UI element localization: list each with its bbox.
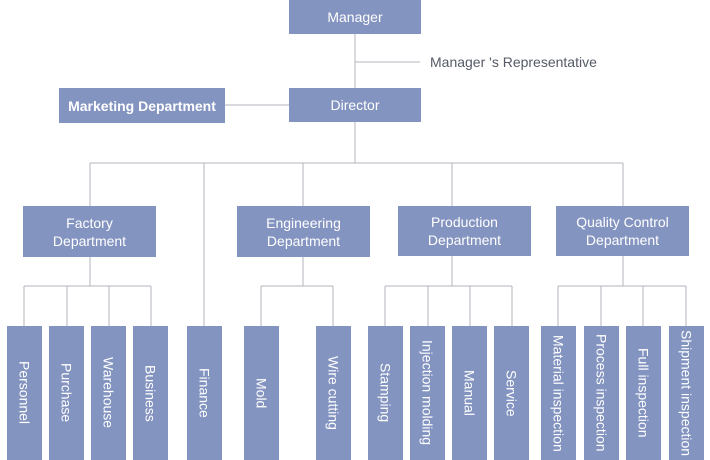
unit-label-mold: Mold: [253, 377, 270, 409]
unit-label-shipment-inspection: Shipment inspection: [678, 329, 695, 457]
unit-box-stamping: Stamping: [368, 326, 403, 460]
engineering-department-line2: Department: [266, 232, 341, 249]
unit-label-stamping: Stamping: [377, 363, 394, 423]
unit-box-shipment-inspection: Shipment inspection: [669, 326, 704, 460]
unit-label-warehouse: Warehouse: [100, 357, 117, 429]
unit-box-injection-molding: Injection molding: [410, 326, 445, 460]
unit-box-purchase: Purchase: [49, 326, 84, 460]
production-department-box: Production Department: [398, 206, 531, 256]
manager-box: Manager: [289, 0, 421, 34]
unit-box-manual: Manual: [452, 326, 487, 460]
unit-label-material-inspection: Material inspection: [550, 334, 567, 452]
director-label: Director: [330, 97, 380, 113]
marketing-department-label: Marketing Department: [68, 97, 216, 114]
unit-box-warehouse: Warehouse: [91, 326, 126, 460]
marketing-department-box: Marketing Department: [59, 88, 225, 123]
unit-box-full-inspection: Full inspection: [626, 326, 661, 460]
engineering-department-line1: Engineering: [266, 214, 341, 231]
engineering-department-box: Engineering Department: [237, 206, 370, 257]
unit-label-process-inspection: Process inspection: [593, 334, 610, 452]
factory-department-line1: Factory: [66, 214, 113, 231]
unit-label-finance: Finance: [196, 368, 213, 418]
quality-control-department-line1: Quality Control: [576, 214, 669, 230]
unit-label-full-inspection: Full inspection: [635, 348, 652, 438]
unit-box-process-inspection: Process inspection: [584, 326, 619, 460]
production-department-line1: Production: [431, 214, 498, 230]
quality-control-department-box: Quality Control Department: [556, 206, 689, 256]
unit-label-injection-molding: Injection molding: [419, 340, 436, 446]
representative-label: Manager 's Representative: [430, 54, 597, 70]
unit-label-service: Service: [503, 369, 520, 417]
unit-box-finance: Finance: [187, 326, 222, 460]
unit-label-purchase: Purchase: [58, 363, 75, 423]
unit-box-service: Service: [494, 326, 529, 460]
director-box: Director: [289, 88, 421, 122]
unit-label-manual: Manual: [461, 370, 478, 416]
factory-department-box: Factory Department: [23, 206, 156, 257]
manager-label: Manager: [327, 9, 383, 25]
production-department-line2: Department: [427, 232, 502, 248]
unit-box-material-inspection: Material inspection: [541, 326, 576, 460]
quality-control-department-line2: Department: [585, 232, 660, 248]
unit-box-business: Business: [133, 326, 168, 460]
unit-label-business: Business: [142, 364, 159, 422]
unit-box-mold: Mold: [244, 326, 279, 460]
unit-box-personnel: Personnel: [7, 326, 42, 460]
unit-label-personnel: Personnel: [16, 361, 33, 425]
unit-label-wire-cutting: Wire cutting: [325, 356, 342, 430]
factory-department-line2: Department: [52, 232, 127, 249]
unit-box-wire-cutting: Wire cutting: [316, 326, 351, 460]
